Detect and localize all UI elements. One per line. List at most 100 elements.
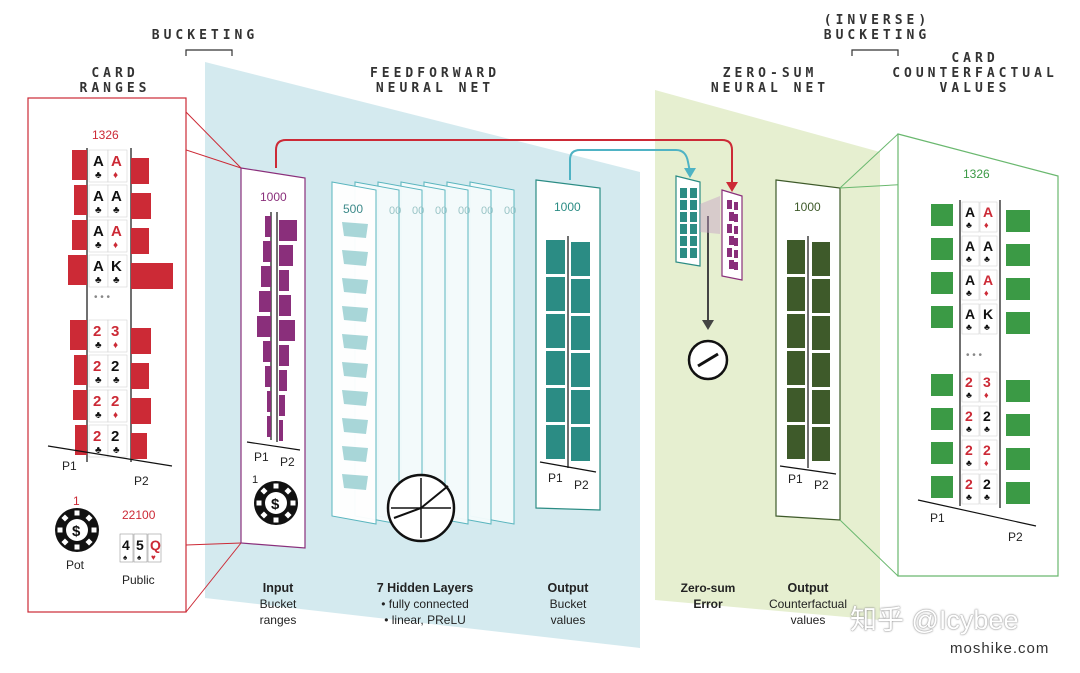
left-range-bar-p1 — [74, 185, 87, 215]
left-card-rank-p2: 3 — [111, 323, 119, 340]
right-card-p2 — [979, 473, 998, 505]
cf-bar-p2 — [812, 427, 830, 461]
hidden-neuron — [342, 362, 368, 378]
input-bar-p2 — [279, 295, 291, 316]
left-range-bar-p1 — [72, 220, 87, 250]
input-bar-p1 — [261, 266, 271, 287]
cf-count: 1000 — [794, 200, 821, 214]
right-ellipsis: • • • — [966, 350, 983, 361]
output-axis-line — [539, 461, 597, 473]
watermark-site: moshike.com — [950, 640, 1050, 657]
hidden-caption-line1: • fully connected — [381, 597, 469, 611]
public-card — [147, 533, 162, 563]
right-card-suit-p1: ♣ — [966, 424, 972, 434]
zs-teal-cell — [690, 200, 697, 210]
public-card-rank: Q — [150, 537, 161, 553]
input-bar-p1 — [263, 341, 271, 362]
left-range-bar-p2 — [131, 398, 151, 424]
feedforward-header-line2: NEURAL NET — [375, 81, 495, 96]
right-cfv-bar-p2 — [1006, 312, 1030, 334]
left-card-rank-p2: A — [111, 188, 122, 205]
ccv-header-line2: COUNTERFACTUAL — [892, 66, 1058, 81]
public-card-suit: ♠ — [137, 553, 142, 562]
zs-teal-cell — [690, 188, 697, 198]
cf-bar-p2 — [812, 390, 830, 424]
zs-teal-cell — [680, 212, 687, 222]
cf-bar-p2 — [812, 242, 830, 276]
zs-purple-cell — [727, 200, 732, 209]
right-cfv-bar-p2 — [1006, 380, 1030, 402]
input-bar-p2 — [279, 395, 285, 416]
cf-caption-line1: Counterfactual — [768, 597, 848, 611]
left-range-bar-p2 — [131, 228, 149, 254]
hidden-neuron — [342, 418, 368, 434]
left-card-suit-p2: ♣ — [113, 375, 120, 386]
cf-p1-label: P1 — [788, 472, 803, 486]
zerosum-caption-line1: Zero-sum — [680, 581, 736, 595]
right-card-p1 — [961, 303, 980, 335]
left-card-suit-p1: ♣ — [95, 170, 102, 181]
input-bar-p1 — [265, 216, 271, 237]
right-cfv-bar-p2 — [1006, 244, 1030, 266]
input-caption-line2: ranges — [259, 613, 297, 627]
chip-notch — [85, 538, 93, 546]
chip-notch — [290, 500, 296, 506]
chip-notch — [61, 538, 69, 546]
chip-center — [265, 492, 287, 514]
right-cfv-bar-p1 — [931, 442, 953, 464]
hidden-neuron — [342, 474, 368, 490]
right-card-p1 — [961, 371, 980, 403]
chip-notch — [260, 487, 268, 495]
right-cfv-bar-p2 — [1006, 278, 1030, 300]
zs-teal-cell — [690, 236, 697, 246]
output-bar-p1 — [546, 240, 565, 274]
right-card-rank-p2: 2 — [983, 476, 991, 492]
left-card-suit-p2: ♦ — [113, 410, 118, 421]
output-caption-line1: Bucket — [549, 597, 587, 611]
output-bar-p2 — [571, 353, 590, 387]
chip-notch — [256, 500, 262, 506]
bucketing-header: BUCKETING — [151, 28, 259, 43]
public-card-rank: 5 — [136, 537, 144, 553]
right-card-suit-p1: ♣ — [966, 492, 972, 502]
chip-center — [66, 519, 88, 541]
left-card-suit-p2: ♣ — [113, 205, 120, 216]
right-card-suit-p2: ♦ — [984, 458, 989, 468]
right-card-suit-p2: ♦ — [984, 220, 989, 230]
right-count: 1326 — [963, 167, 990, 181]
zs-teal-cell — [680, 248, 687, 258]
hidden-neuron — [342, 278, 368, 294]
zs-purple-cell — [729, 260, 734, 269]
right-cfv-bar-p2 — [1006, 482, 1030, 504]
cf-axis-line — [779, 465, 837, 475]
chip-notch — [91, 527, 97, 533]
right-cfv-bar-p1 — [931, 408, 953, 430]
cf-caption-title: Output — [787, 581, 829, 595]
input-caption: Input Bucket ranges — [240, 580, 316, 628]
left-card-p2 — [107, 254, 128, 288]
card-ranges-header-line2: RANGES — [79, 81, 151, 96]
right-card-rank-p2: A — [983, 238, 993, 254]
inverse-header-line1: (INVERSE) — [823, 13, 931, 28]
right-card-suit-p2: ♦ — [984, 288, 989, 298]
right-cfv-bar-p1 — [931, 374, 953, 396]
left-range-bar-p1 — [72, 150, 87, 180]
left-card-rank-p1: 2 — [93, 428, 101, 445]
input-caption-title: Input — [262, 581, 294, 595]
right-card-suit-p2: ♣ — [984, 322, 990, 332]
left-card-suit-p1: ♣ — [95, 205, 102, 216]
left-card-rank-p2: K — [111, 258, 122, 275]
cf-bar-p1 — [787, 277, 805, 311]
input-bar-p1 — [267, 391, 271, 412]
chip-symbol: $ — [72, 523, 81, 540]
hidden-neuron — [342, 446, 368, 462]
left-card-suit-p2: ♦ — [113, 240, 118, 251]
zerosum-header-line2: NEURAL NET — [710, 81, 830, 96]
left-card-suit-p1: ♣ — [95, 410, 102, 421]
left-card-p2 — [107, 184, 128, 218]
cf-p2-label: P2 — [814, 478, 829, 492]
right-card-rank-p2: 2 — [983, 408, 991, 424]
cf-bar-p2 — [812, 279, 830, 313]
bucketing-bracket — [185, 49, 233, 56]
